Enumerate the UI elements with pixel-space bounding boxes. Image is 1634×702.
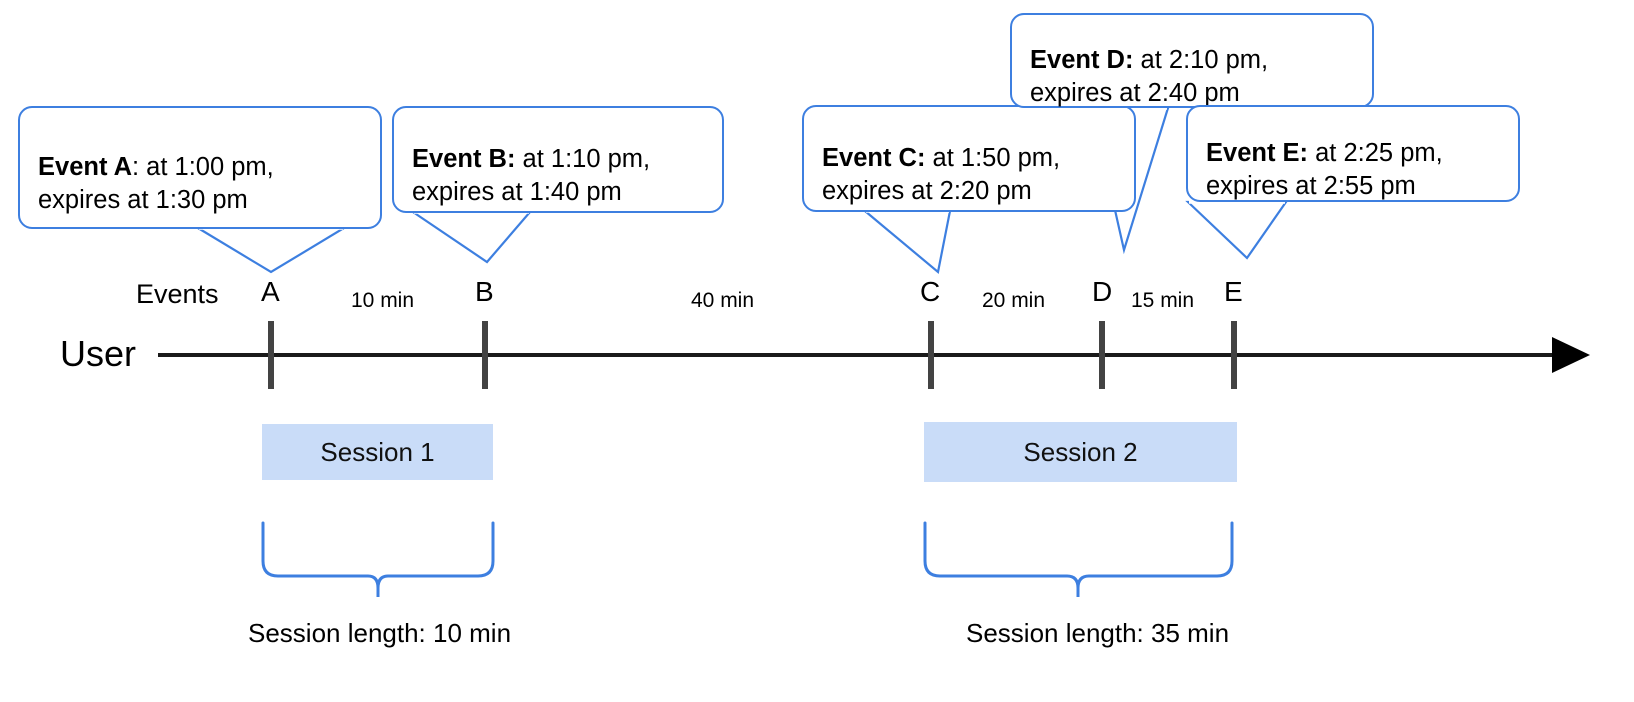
callout-event-C-line1: at 1:50 pm, xyxy=(932,144,1061,172)
callout-event-E-line1: at 2:25 pm, xyxy=(1315,139,1443,167)
callout-event-B-line2: expires at 1:40 pm xyxy=(412,178,622,206)
callout-event-B-text: Event B: at 1:10 pm, expires at 1:40 pm xyxy=(394,110,668,209)
callout-event-E: Event E: at 2:25 pm, expires at 2:55 pm xyxy=(1186,105,1520,202)
callout-event-C-line2: expires at 2:20 pm xyxy=(822,177,1032,205)
callout-event-A-text: Event A: at 1:00 pm, expires at 1:30 pm xyxy=(20,118,292,217)
session-braces xyxy=(261,521,1234,597)
callout-event-D-line1: at 2:10 pm, xyxy=(1140,46,1269,74)
callout-event-A-line1: at 1:00 pm, xyxy=(146,153,274,181)
axis-label-user: User xyxy=(60,333,137,374)
callout-event-D-text: Event D: at 2:10 pm, expires at 2:40 pm xyxy=(1012,11,1286,110)
session-bar-2: Session 2 xyxy=(924,422,1237,482)
callout-event-A: Event A: at 1:00 pm, expires at 1:30 pm xyxy=(18,106,382,229)
duration-label-B-C: 40 min xyxy=(691,289,755,312)
tick-label-A: A xyxy=(261,276,280,307)
callout-event-D: Event D: at 2:10 pm, expires at 2:40 pm xyxy=(1010,13,1374,108)
callout-event-E-title: Event E: xyxy=(1206,139,1309,167)
session-bar-1: Session 1 xyxy=(262,424,493,480)
callout-event-B-line1: at 1:10 pm, xyxy=(522,145,651,173)
tick-label-E: E xyxy=(1224,276,1243,307)
callout-event-A-sep: : xyxy=(132,153,147,181)
callout-event-C-title: Event C: xyxy=(822,144,926,172)
callout-event-B: Event B: at 1:10 pm, expires at 1:40 pm xyxy=(392,106,724,213)
axis-ticks xyxy=(268,321,1237,389)
callout-event-C-text: Event C: at 1:50 pm, expires at 2:20 pm xyxy=(804,109,1078,208)
tick-label-B: B xyxy=(475,276,494,307)
callout-event-B-title: Event B: xyxy=(412,145,516,173)
duration-label-C-D: 20 min xyxy=(982,289,1046,312)
session-length-label-1: Session length: 10 min xyxy=(248,618,512,648)
callout-event-D-sep xyxy=(1133,46,1140,74)
tick-label-C: C xyxy=(920,276,941,307)
session-bar-1-label: Session 1 xyxy=(320,436,435,467)
callout-tail-C xyxy=(861,209,952,275)
duration-label-A-B: 10 min xyxy=(351,289,415,312)
callout-event-C-sep xyxy=(925,144,932,172)
callout-tail-A xyxy=(194,226,348,274)
callout-event-A-line2: expires at 1:30 pm xyxy=(38,186,248,214)
brace-session-1 xyxy=(261,521,495,597)
callout-tail-B xyxy=(409,210,533,264)
callout-event-D-line2: expires at 2:40 pm xyxy=(1030,79,1240,107)
axis-label-events: Events xyxy=(136,279,219,309)
session-bar-2-label: Session 2 xyxy=(1023,436,1138,467)
brace-session-2 xyxy=(923,521,1234,597)
session-length-label-2: Session length: 35 min xyxy=(966,618,1230,648)
duration-label-D-E: 15 min xyxy=(1131,289,1195,312)
callout-tail-E xyxy=(1185,200,1289,260)
callout-event-B-sep xyxy=(515,145,522,173)
callout-event-A-title: Event A xyxy=(38,153,132,181)
callout-event-E-line2: expires at 2:55 pm xyxy=(1206,172,1416,200)
callout-event-C: Event C: at 1:50 pm, expires at 2:20 pm xyxy=(802,105,1136,212)
callout-event-D-title: Event D: xyxy=(1030,46,1134,74)
timeline-axis xyxy=(158,337,1590,373)
callout-event-E-text: Event E: at 2:25 pm, expires at 2:55 pm xyxy=(1188,104,1461,203)
tick-label-D: D xyxy=(1092,276,1113,307)
